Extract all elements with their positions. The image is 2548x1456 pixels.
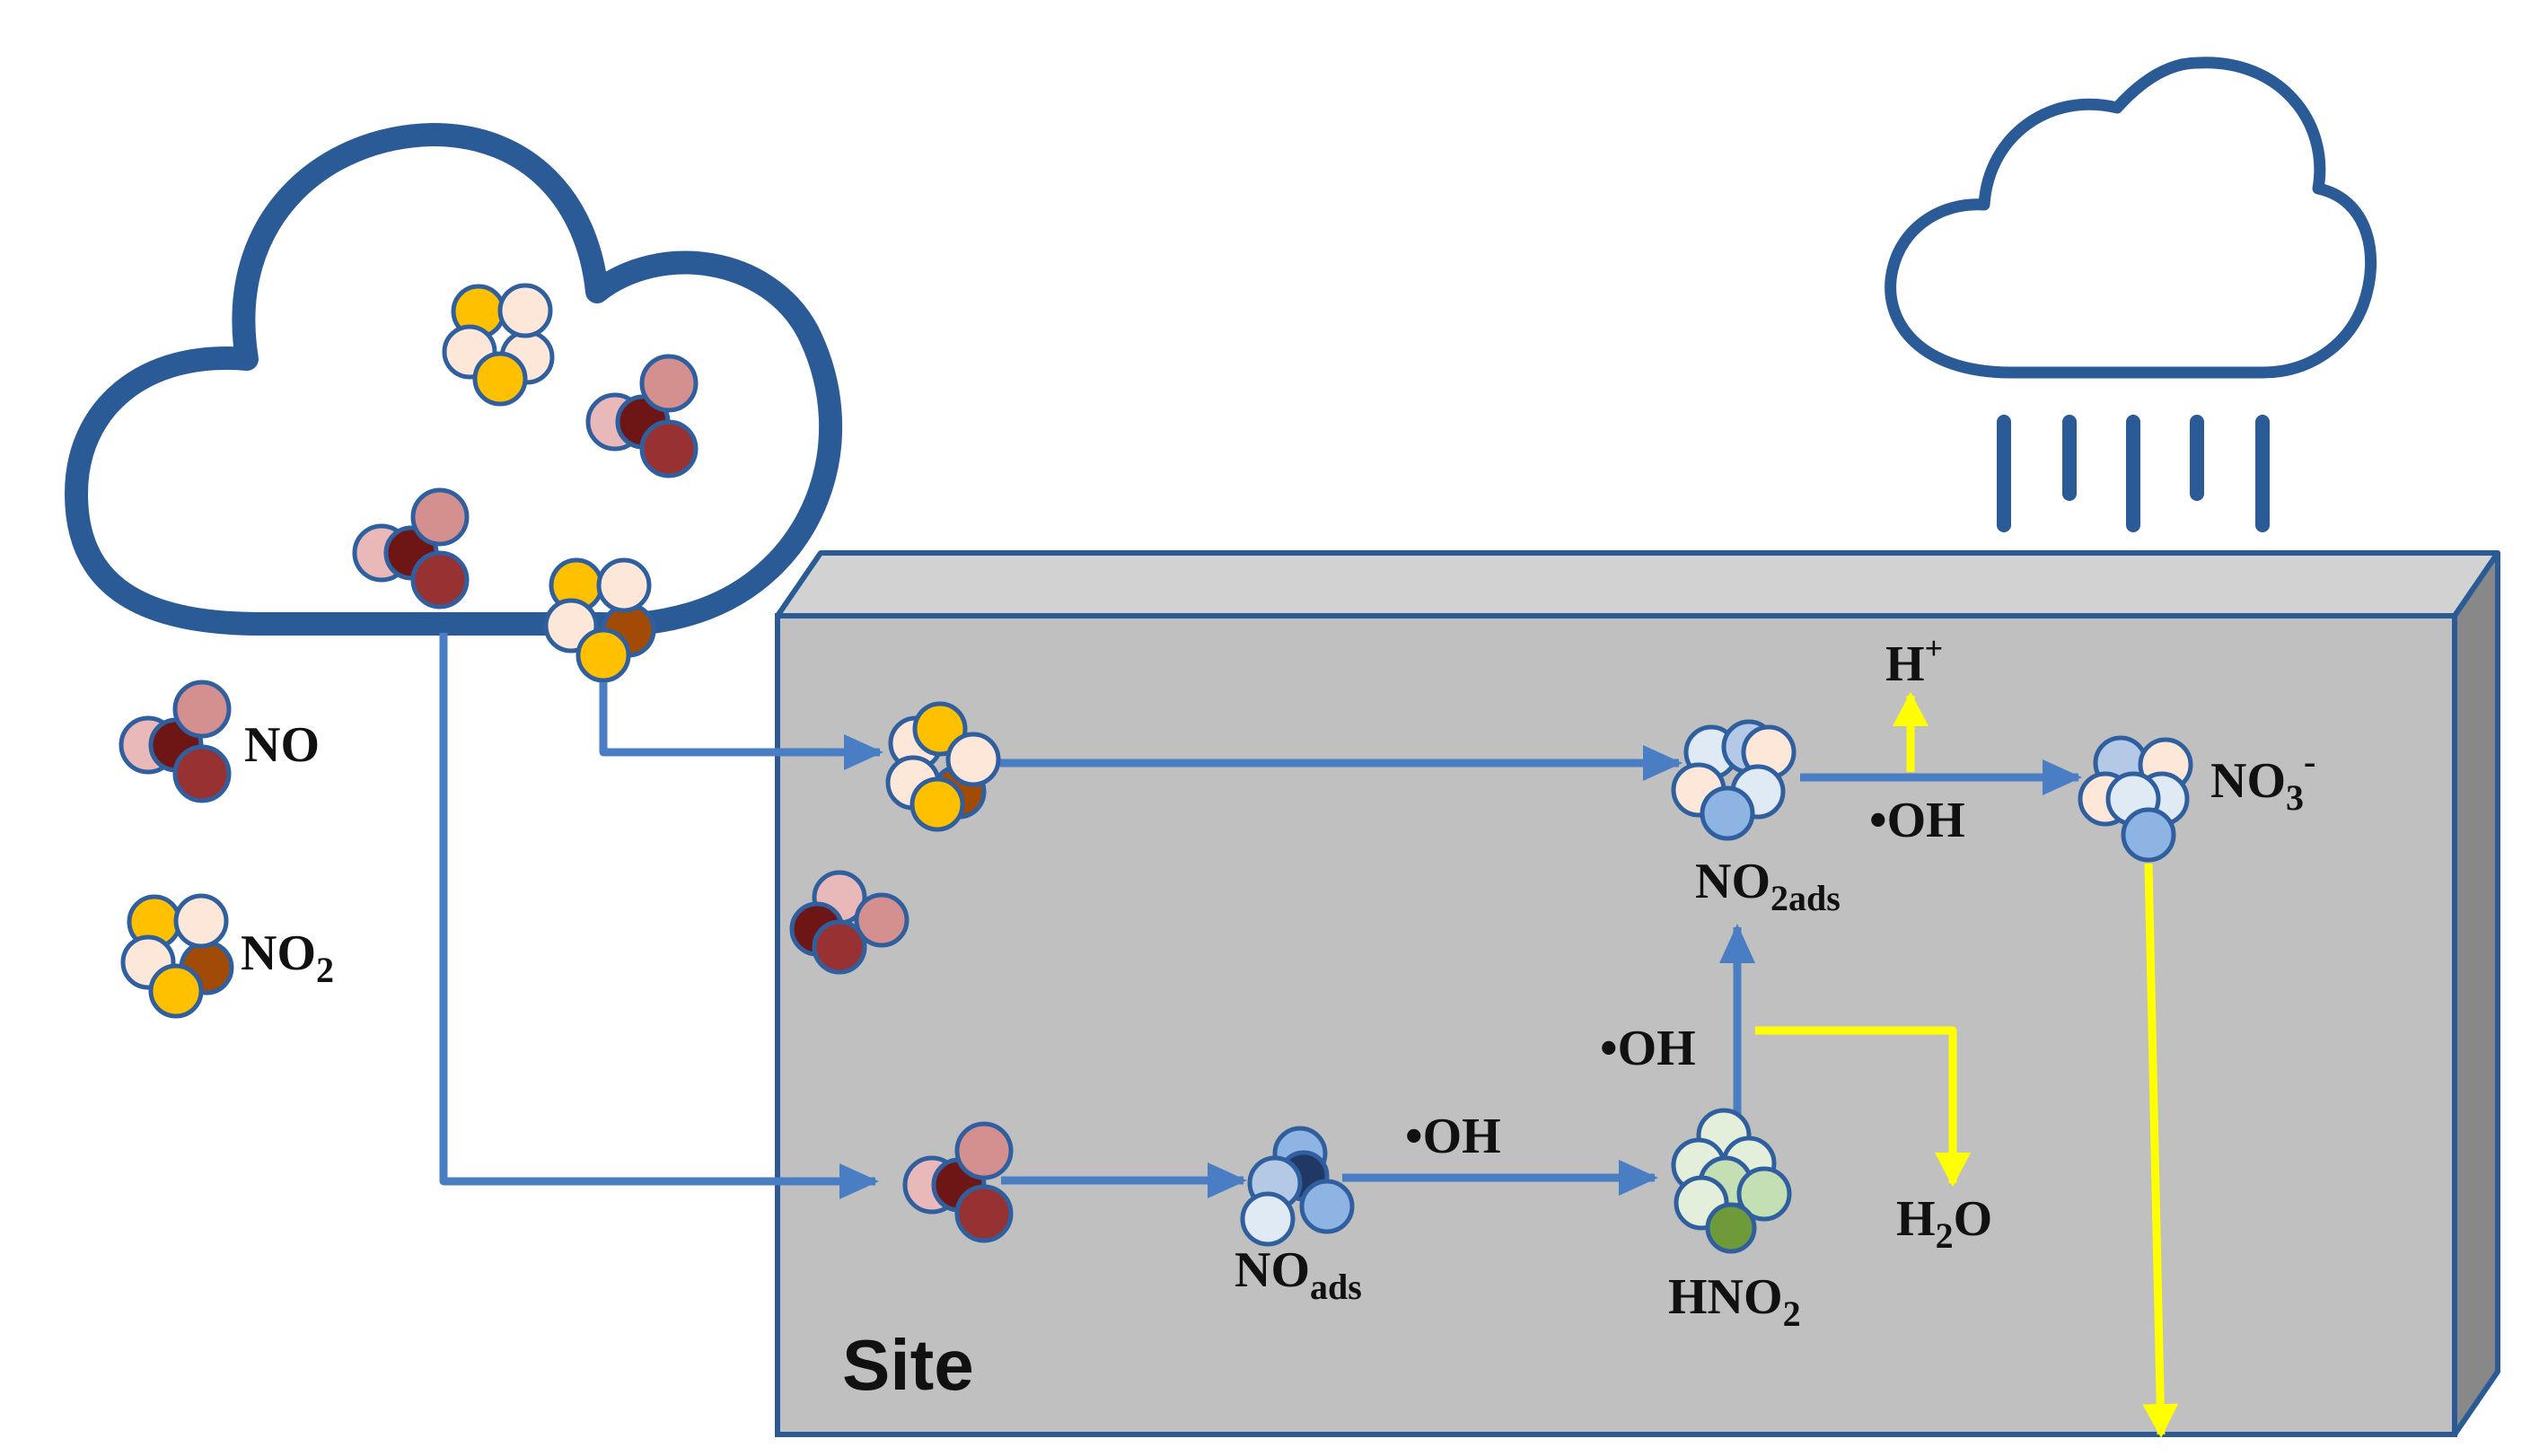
legend-no2-label: NO2 <box>241 925 334 990</box>
arrow-h2o-release <box>1755 1026 1971 1187</box>
cloud-no2-molecule-1 <box>442 283 555 407</box>
legend-no2-molecule-icon <box>120 893 234 1019</box>
no3-molecule <box>2078 735 2193 863</box>
rain-cloud-outline <box>1885 57 2377 379</box>
site-block: Site <box>775 550 2500 1437</box>
flow-arrows <box>439 633 2082 1199</box>
oh-label-middle: •OH <box>1600 1021 1696 1076</box>
h2o-label: H2O <box>1896 1191 1992 1256</box>
arrow-no2-to-site <box>599 682 883 770</box>
no2ads-molecule <box>1671 719 1797 841</box>
cloud-no-molecule-2 <box>352 487 470 610</box>
noads-molecule <box>1240 1126 1355 1247</box>
arrow-nitrate-deposition <box>2142 863 2179 1438</box>
rain-drops <box>1997 415 2270 532</box>
no2ads-label: NO2ads <box>1695 854 1841 918</box>
rain-cloud-icon <box>1885 57 2377 532</box>
legend-no-label: NO <box>244 717 320 773</box>
site-label: Site <box>842 1325 974 1405</box>
site-no-molecule-2 <box>902 1121 1014 1243</box>
legend-no-molecule-icon <box>119 680 232 803</box>
noads-label: NOads <box>1234 1242 1362 1307</box>
cloud-no2-molecule-2 <box>543 557 656 683</box>
hno2-label: HNO2 <box>1668 1269 1801 1334</box>
site-block-top-face <box>775 550 2500 618</box>
site-no2-molecule <box>885 701 1001 832</box>
site-no-molecule-1 <box>789 870 909 975</box>
cloud-no-molecule-1 <box>585 354 699 478</box>
oh-label-bottom: •OH <box>1405 1109 1501 1164</box>
arrow-no-to-site <box>439 633 879 1199</box>
oh-label-top: •OH <box>1869 793 1965 848</box>
atmosphere-cloud <box>65 123 843 636</box>
site-block-side-face <box>2452 550 2500 1437</box>
product-arrows <box>1755 692 2179 1438</box>
hplus-label: H+ <box>1885 630 1943 692</box>
hno2-molecule <box>1671 1108 1792 1254</box>
no3-label: NO3- <box>2210 741 2315 818</box>
